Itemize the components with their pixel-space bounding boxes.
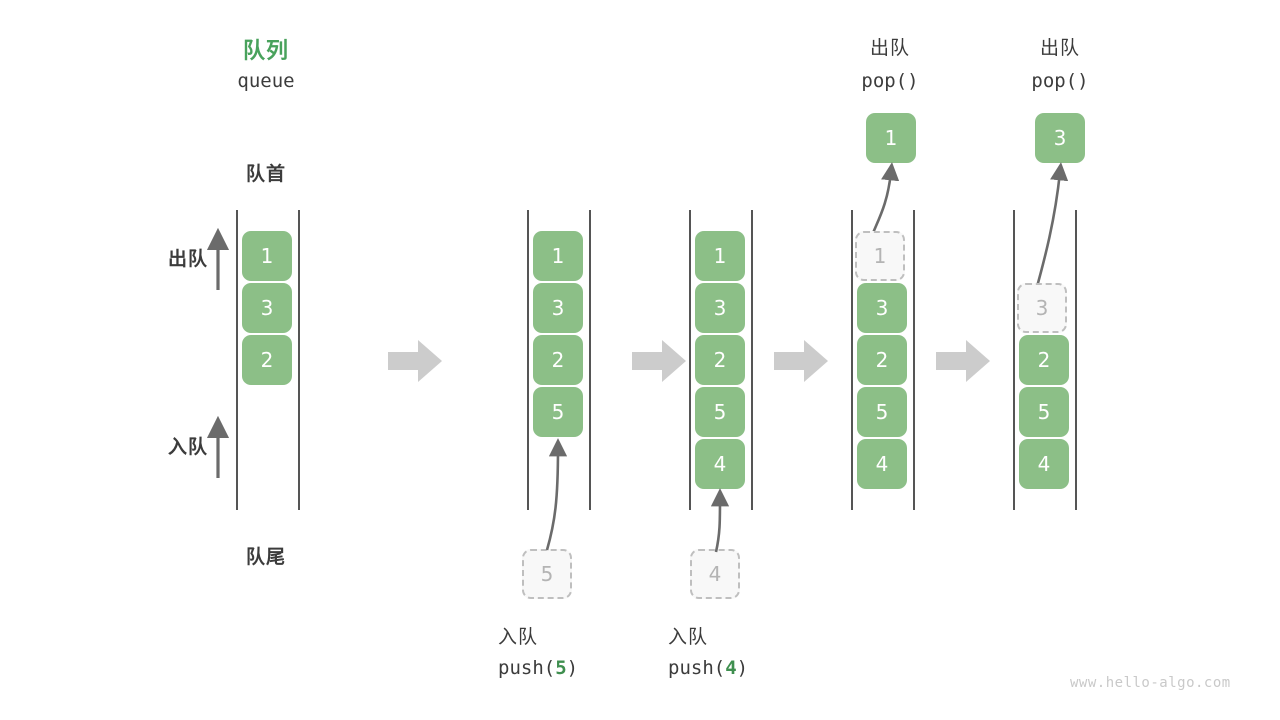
rail-right-step-2 xyxy=(589,210,591,510)
caption-code-suffix-step3: ) xyxy=(736,657,749,679)
top-label-code-step4: pop() xyxy=(861,70,919,92)
cell-step4-3: 5 xyxy=(857,387,907,437)
caption-code-prefix-step3: push( xyxy=(668,657,726,679)
popped-cell-step4: 1 xyxy=(866,113,916,163)
cell-step3-4: 4 xyxy=(695,439,745,489)
rail-left-step-4 xyxy=(851,210,853,510)
step-separator-arrow-1 xyxy=(388,340,442,382)
cell-step3-2: 2 xyxy=(695,335,745,385)
dequeue-side-label: 出队 xyxy=(167,249,208,270)
enqueue-direction-arrow xyxy=(206,415,230,478)
rail-right-step-1 xyxy=(298,210,300,510)
cell-step3-1: 3 xyxy=(695,283,745,333)
top-label-cn-step5: 出队 xyxy=(1039,38,1080,59)
incoming-ghost-step2: 5 xyxy=(522,549,572,599)
caption-cn-step3: 入队 xyxy=(668,627,709,648)
watermark: www.hello-algo.com xyxy=(1070,675,1231,691)
rail-left-step-3 xyxy=(689,210,691,510)
rail-left-step-2 xyxy=(527,210,529,510)
cell-step5-4: 4 xyxy=(1019,439,1069,489)
step-separator-arrow-3 xyxy=(774,340,828,382)
queue-title-en: queue xyxy=(237,70,295,92)
caption-code-prefix-step2: push( xyxy=(498,657,556,679)
cell-step3-3: 5 xyxy=(695,387,745,437)
popped-cell-step5: 3 xyxy=(1035,113,1085,163)
cell-step1-2: 2 xyxy=(242,335,292,385)
rail-right-step-4 xyxy=(913,210,915,510)
cell-step1-0: 1 xyxy=(242,231,292,281)
cell-step5-3: 5 xyxy=(1019,387,1069,437)
step-separator-arrow-4 xyxy=(936,340,990,382)
push-arrow-step2 xyxy=(545,438,568,551)
caption-code-value-step2: 5 xyxy=(555,657,567,679)
cell-step2-2: 2 xyxy=(533,335,583,385)
cell-step4-4: 4 xyxy=(857,439,907,489)
caption-code-step3: push(4) xyxy=(668,657,848,679)
caption-cn-step2: 入队 xyxy=(498,627,539,648)
rail-left-step-1 xyxy=(236,210,238,510)
cell-step3-0: 1 xyxy=(695,231,745,281)
cell-step5-1: 3 xyxy=(1017,283,1067,333)
cell-step2-1: 3 xyxy=(533,283,583,333)
cell-step4-2: 2 xyxy=(857,335,907,385)
cell-step2-0: 1 xyxy=(533,231,583,281)
top-label-cn-step4: 出队 xyxy=(869,38,910,59)
step-separator-arrow-2 xyxy=(632,340,686,382)
cell-step1-1: 3 xyxy=(242,283,292,333)
cell-step2-3: 5 xyxy=(533,387,583,437)
cell-step4-0: 1 xyxy=(855,231,905,281)
enqueue-side-label: 入队 xyxy=(167,437,208,458)
caption-code-step2: push(5) xyxy=(498,657,678,679)
rail-left-step-5 xyxy=(1013,210,1015,510)
cell-step4-1: 3 xyxy=(857,283,907,333)
caption-code-value-step3: 4 xyxy=(725,657,737,679)
front-label: 队首 xyxy=(245,164,286,185)
rail-right-step-5 xyxy=(1075,210,1077,510)
cell-step5-2: 2 xyxy=(1019,335,1069,385)
rear-label: 队尾 xyxy=(245,547,286,568)
caption-code-suffix-step2: ) xyxy=(566,657,579,679)
dequeue-direction-arrow xyxy=(206,227,230,290)
push-arrow-step3 xyxy=(710,488,730,553)
queue-title-cn: 队列 xyxy=(242,38,289,63)
top-label-code-step5: pop() xyxy=(1031,70,1089,92)
rail-right-step-3 xyxy=(751,210,753,510)
pop-arrow-step5 xyxy=(1033,162,1069,295)
incoming-ghost-step3: 4 xyxy=(690,549,740,599)
